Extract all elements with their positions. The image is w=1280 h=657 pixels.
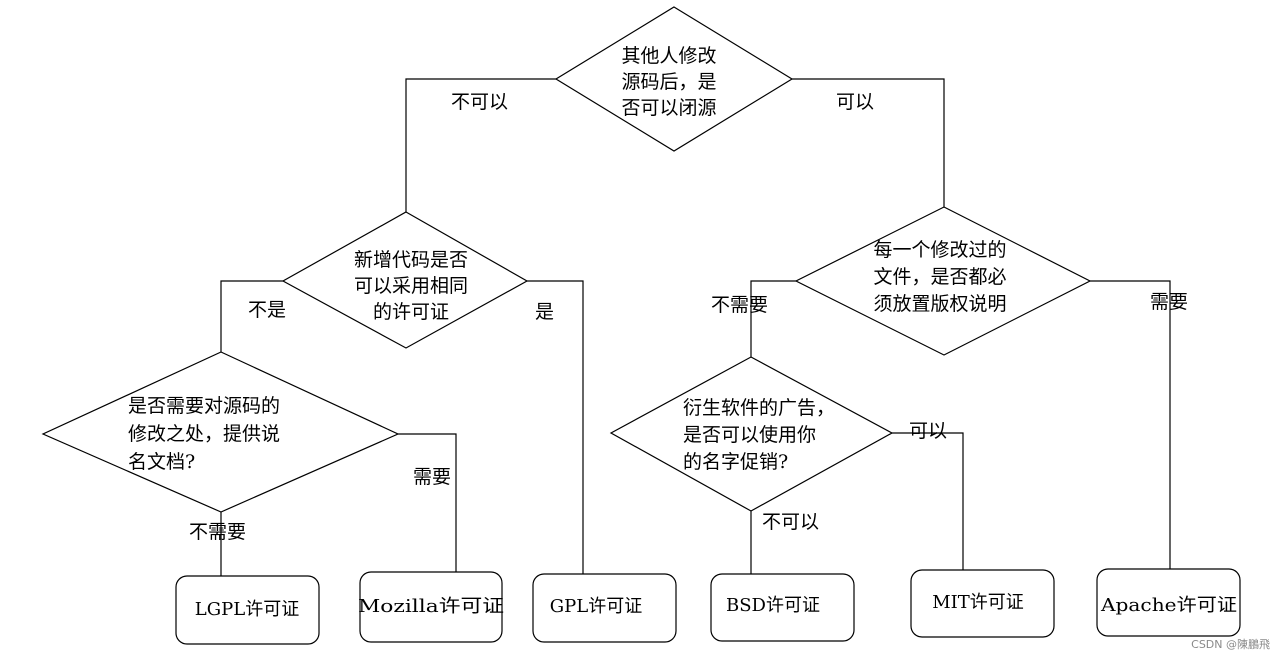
decision-root-line-1: 其他人修改 — [621, 45, 716, 67]
decision-root-line-2: 源码后，是 — [621, 71, 716, 93]
decision-left-left-line-2: 修改之处，提供说 — [128, 423, 280, 445]
decision-right: 每一个修改过的 文件，是否都必 须放置版权说明 — [794, 206, 1092, 356]
decision-right-line-2: 文件，是否都必 — [873, 266, 1006, 288]
license-apache-box — [1096, 568, 1241, 637]
edge-root-to-right — [792, 78, 945, 207]
decision-right-left-line-1: 衍生软件的广告， — [683, 397, 835, 419]
license-gpl-label: GPL许可证 — [550, 596, 642, 617]
decision-left: 新增代码是否 可以采用相同 的许可证 — [281, 211, 529, 349]
decision-right-left-line-3: 的名字促销? — [683, 451, 788, 473]
edge-right-to-rightleft — [750, 280, 796, 357]
license-gpl: GPL许可证 — [532, 573, 677, 643]
decision-root: 其他人修改 源码后，是 否可以闭源 — [554, 6, 794, 152]
edge-left-to-leftleft — [220, 280, 283, 352]
decision-right-left-diamond — [609, 356, 894, 512]
license-mit-box — [910, 569, 1055, 638]
license-gpl-box — [532, 573, 677, 643]
edge-right-to-apache — [1090, 280, 1171, 569]
license-mozilla-box — [359, 571, 503, 643]
decision-right-line-1: 每一个修改过的 — [873, 239, 1006, 261]
edge-label-right-no: 不需要 — [711, 294, 768, 316]
decision-root-diamond — [554, 6, 794, 152]
edge-root-to-left — [405, 78, 556, 212]
edge-leftleft-to-mozilla — [398, 433, 457, 572]
decision-left-left-line-1: 是否需要对源码的 — [128, 395, 280, 417]
watermark: CSDN @陳鵬飛 — [1191, 637, 1270, 651]
license-apache: Apache许可证 — [1096, 568, 1241, 637]
license-lgpl-label: LGPL许可证 — [195, 599, 299, 620]
decision-left-left-line-3: 名文档? — [128, 451, 195, 473]
license-mozilla: Mozilla许可证 — [358, 571, 504, 643]
connectors — [220, 78, 1171, 576]
decision-right-left: 衍生软件的广告， 是否可以使用你 的名字促销? — [609, 356, 894, 512]
license-lgpl: LGPL许可证 — [175, 575, 320, 645]
edge-label-root-no: 不可以 — [451, 91, 508, 113]
license-mit: MIT许可证 — [910, 569, 1055, 638]
decision-left-left-diamond — [41, 351, 400, 513]
decision-left-diamond — [281, 211, 529, 349]
license-apache-label: Apache许可证 — [1100, 595, 1237, 616]
edge-label-left-yes: 是 — [535, 301, 554, 323]
decision-left-line-1: 新增代码是否 — [354, 249, 468, 271]
license-bsd-box — [710, 573, 855, 642]
decision-right-left-line-2: 是否可以使用你 — [683, 424, 816, 446]
edge-rightleft-to-mit — [892, 432, 964, 570]
decision-right-diamond — [794, 206, 1092, 356]
decision-left-line-2: 可以采用相同 — [354, 275, 468, 297]
license-mozilla-label: Mozilla许可证 — [358, 596, 504, 617]
license-lgpl-box — [175, 575, 320, 645]
edge-label-leftleft-no: 不需要 — [189, 521, 246, 543]
edge-label-rightleft-no: 不可以 — [762, 511, 819, 533]
edge-label-rightleft-yes: 可以 — [909, 420, 947, 442]
license-mit-label: MIT许可证 — [932, 592, 1024, 613]
decision-root-line-3: 否可以闭源 — [621, 97, 716, 119]
edge-label-left-no: 不是 — [248, 299, 286, 321]
license-bsd: BSD许可证 — [710, 573, 855, 642]
edge-label-root-yes: 可以 — [836, 91, 874, 113]
edge-label-leftleft-yes: 需要 — [413, 466, 451, 488]
edge-left-to-gpl — [527, 280, 584, 574]
decision-left-left: 是否需要对源码的 修改之处，提供说 名文档? — [41, 351, 400, 513]
license-bsd-label: BSD许可证 — [726, 595, 820, 616]
decision-right-line-3: 须放置版权说明 — [873, 293, 1006, 315]
edge-label-right-yes: 需要 — [1150, 291, 1188, 313]
edge-labels: 不可以 可以 不是 是 不需要 需要 不需要 需要 不可以 可以 — [189, 91, 1188, 543]
decision-left-line-3: 的许可证 — [373, 301, 449, 323]
